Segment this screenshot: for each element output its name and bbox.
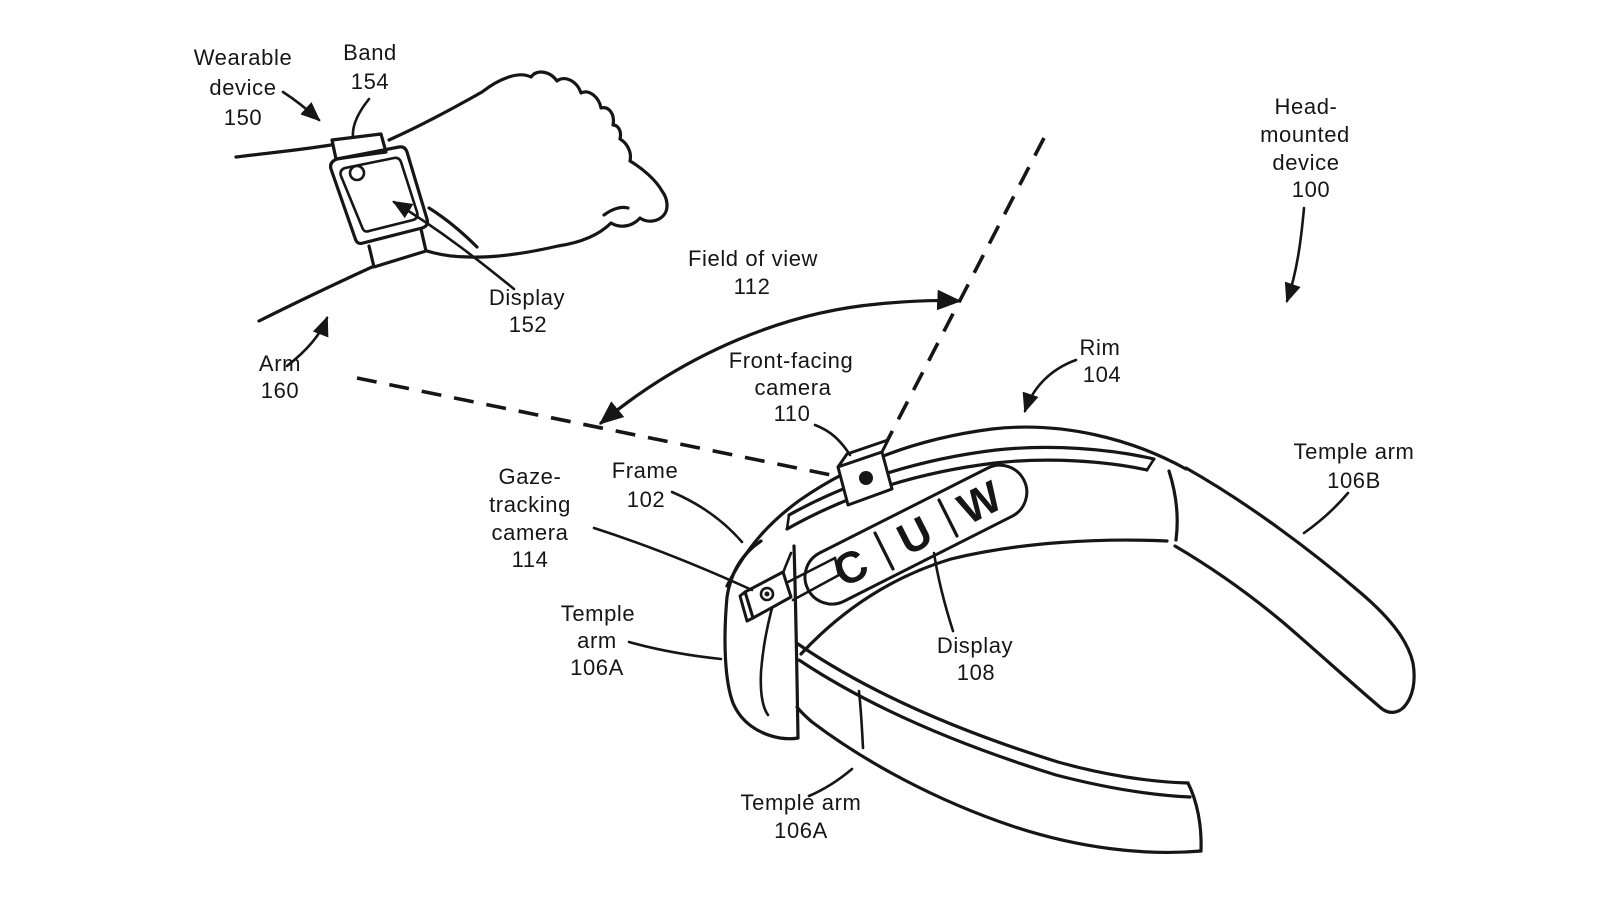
- frame-leader: [670, 490, 744, 544]
- temple-arm-106a-end-cap: [1186, 781, 1203, 853]
- rim-arrow: [1022, 358, 1078, 413]
- label-temple-arm-106a-left-line1: Temple: [561, 601, 636, 626]
- temple-arm-106a-top-edge-inner: [797, 658, 1192, 799]
- temple-arm-106b-leader: [1302, 491, 1350, 535]
- watch-band-top: [330, 132, 388, 161]
- label-gaze-tracking-camera-line1: Gaze-: [499, 464, 562, 489]
- temple-arm-106a-hinge-line: [857, 689, 865, 750]
- wrist-bottom-line: [257, 265, 374, 323]
- label-display-152-ref: 152: [509, 312, 548, 337]
- wrist-top-line: [234, 143, 333, 159]
- display-108-leader: [932, 551, 955, 633]
- rim-right-joint-line: [1167, 469, 1179, 542]
- gaze-camera-lens-dot: [764, 591, 770, 597]
- band-leader: [351, 97, 371, 139]
- temple-arm-106b-upper-edge: [1184, 466, 1416, 709]
- annotation-labels: Wearable device 150 Band 154 Display 152…: [194, 40, 1415, 843]
- temple-arm-106a-bottom-leader: [807, 767, 854, 798]
- label-frame-line1: Frame: [612, 458, 679, 483]
- arm-arrow: [285, 316, 329, 368]
- temple-arm-106a-left-leader: [627, 640, 723, 661]
- label-display-152-line1: Display: [489, 285, 565, 310]
- frame-front-left-right-edge: [792, 544, 800, 740]
- front-camera-lens-dot: [859, 471, 873, 485]
- fist-left-edge: [387, 90, 484, 142]
- label-field-of-view-ref: 112: [734, 274, 771, 299]
- label-temple-arm-106a-bottom-line1: Temple arm: [741, 790, 862, 815]
- label-arm-line1: Arm: [259, 351, 301, 376]
- label-wearable-device-ref: 150: [224, 105, 263, 130]
- label-display-108-ref: 108: [957, 660, 996, 685]
- watch-face-inner: [339, 156, 419, 233]
- watch-band-bottom: [367, 227, 428, 269]
- label-head-mounted-device-line1: Head-: [1275, 94, 1338, 119]
- gaze-camera-ledge-cap: [833, 556, 841, 577]
- label-arm-ref: 160: [261, 378, 300, 403]
- palm-edge-line: [427, 206, 479, 249]
- label-temple-arm-106b-ref: 106B: [1327, 468, 1381, 493]
- temple-arm-106a-top-edge: [796, 642, 1190, 785]
- rim-bottom-front-edge: [799, 538, 1169, 656]
- label-field-of-view-line1: Field of view: [688, 246, 818, 271]
- gaze-camera-lens-circle: [759, 586, 775, 602]
- label-wearable-device-line2: device: [209, 75, 276, 100]
- display-separator-bar-1: [873, 531, 895, 571]
- gaze-camera-ledge-bottom: [791, 573, 841, 602]
- head-mounted-device-drawing: C U W: [356, 137, 1416, 855]
- annotation-lines: [281, 90, 1350, 798]
- display-pill: [803, 463, 1029, 606]
- temple-arm-106b-tip: [1379, 705, 1406, 714]
- label-temple-arm-106a-left-line2: arm: [577, 628, 617, 653]
- temple-arm-106a-bottom-edge: [795, 705, 1203, 855]
- label-band-line1: Band: [343, 40, 397, 65]
- label-wearable-device-line1: Wearable: [194, 45, 293, 70]
- label-head-mounted-device-ref: 100: [1292, 177, 1331, 202]
- frame-front-left-outer: [723, 539, 800, 741]
- gaze-tracking-camera-shape: [738, 556, 841, 623]
- field-of-view-arc-arrow: [599, 289, 962, 425]
- label-rim-line1: Rim: [1080, 335, 1121, 360]
- label-display-108-line1: Display: [937, 633, 1013, 658]
- rim-top-strip-line2: [785, 458, 1149, 531]
- display-separator-bar-2: [937, 498, 959, 538]
- label-head-mounted-device-line3: device: [1272, 150, 1339, 175]
- watch-camera-dot: [348, 164, 366, 182]
- label-gaze-tracking-camera-line2: tracking: [489, 492, 571, 517]
- gaze-camera-side-face: [738, 590, 755, 623]
- display-152-arrow: [392, 200, 516, 291]
- gaze-tracking-camera-leader: [592, 526, 754, 592]
- head-mounted-device-arrow: [1284, 206, 1306, 303]
- gaze-camera-ledge-top: [786, 556, 837, 584]
- rim-outer-top-edge: [725, 425, 1188, 588]
- label-front-facing-camera-ref: 110: [774, 401, 811, 426]
- label-temple-arm-106a-bottom-ref: 106A: [774, 818, 828, 843]
- rim-strip-right-cap: [1145, 457, 1156, 472]
- label-band-ref: 154: [351, 69, 390, 94]
- label-temple-arm-106b-line1: Temple arm: [1294, 439, 1415, 464]
- front-facing-camera-shape: [836, 438, 894, 507]
- label-gaze-tracking-camera-ref: 114: [512, 547, 549, 572]
- wearable-device-arrow: [281, 90, 321, 122]
- rim-strip-left-cap: [785, 513, 791, 531]
- wearable-device-drawing: [234, 70, 669, 323]
- label-head-mounted-device-line2: mounted: [1260, 122, 1350, 147]
- label-frame-ref: 102: [627, 487, 666, 512]
- label-front-facing-camera-line1: Front-facing: [729, 348, 854, 373]
- thumb-crease-line: [602, 205, 630, 217]
- label-temple-arm-106a-left-ref: 106A: [570, 655, 624, 680]
- fist-outline: [425, 70, 669, 259]
- label-rim-ref: 104: [1083, 362, 1122, 387]
- front-facing-camera-leader: [813, 423, 852, 457]
- label-front-facing-camera-line2: camera: [755, 375, 832, 400]
- temple-arm-106b-lower-edge: [1173, 544, 1383, 710]
- label-gaze-tracking-camera-line3: camera: [492, 520, 569, 545]
- field-of-view-ray-left: [356, 376, 837, 478]
